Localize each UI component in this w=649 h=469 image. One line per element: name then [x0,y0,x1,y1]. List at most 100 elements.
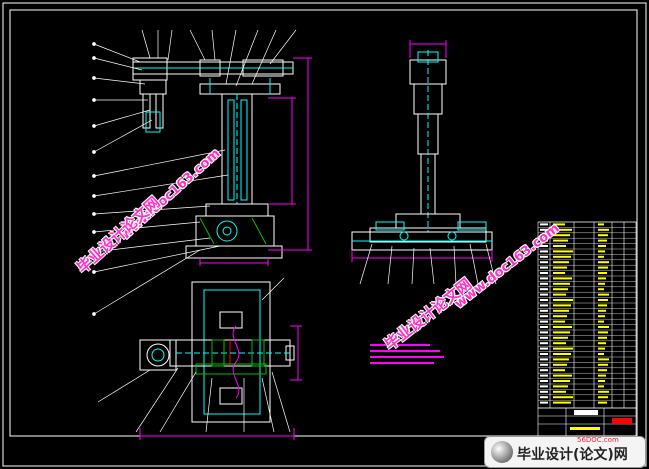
parts-list-cell-mark [540,288,548,291]
parts-list-cell-mark [553,396,573,399]
parts-list-cell-mark [598,390,609,393]
parts-list-cell-mark [598,315,605,318]
parts-list-cell-mark [553,347,573,350]
parts-list-cell-mark [553,261,569,264]
parts-list-cell-mark [598,396,608,399]
parts-list-cell-mark [598,331,608,334]
parts-list-cell-mark [553,293,566,296]
parts-list-cell-mark [598,234,608,237]
parts-list-cell-mark [598,401,607,404]
parts-list-cell-mark [598,272,607,274]
parts-list-cell-mark [553,266,567,269]
parts-list-cell-mark [598,385,604,388]
parts-list-cell-mark [598,320,604,323]
parts-list-cell-mark [553,309,569,312]
site-logo-subtext: 56DOC.com [577,436,619,444]
front-view-dimensions [199,57,312,266]
parts-list-cell-mark [598,239,607,242]
parts-list-cell-mark [553,282,570,285]
parts-list-cell-mark [540,277,548,280]
parts-list-cell-mark [540,250,548,253]
parts-list-cell-mark [540,293,548,296]
parts-list-cell-mark [553,250,573,253]
parts-list-cell-mark [553,401,571,404]
parts-list-cell-mark [553,277,572,280]
parts-list-cell-mark [540,245,548,247]
parts-list-cell-mark [553,288,568,291]
parts-list-cell-mark [553,228,572,231]
title-block [537,407,637,437]
parts-list-cell-mark [598,374,606,377]
parts-list-cell-mark [540,390,548,393]
front-view [132,57,294,259]
top-view-dimensions [139,325,302,440]
parts-list-cell-mark [540,358,548,361]
parts-list-cell-mark [598,353,604,355]
parts-list-cell-mark [553,390,566,393]
top-view [139,281,295,423]
parts-list-cell-mark [540,255,548,258]
parts-list-cell-mark [553,380,570,382]
parts-list-cell-mark [540,266,548,269]
parts-list-cell-mark [598,342,606,345]
parts-list-cell-mark [598,304,607,307]
parts-list-cell-mark [553,255,571,258]
parts-list-cell-mark [540,326,548,328]
parts-list-cell-mark [553,272,565,274]
parts-list-cell-mark [540,234,548,237]
parts-list-cell-mark [553,353,571,355]
parts-list-cell-mark [553,374,572,377]
parts-list-cell-mark [553,239,568,242]
parts-list-cell-mark [598,277,606,280]
parts-list [537,221,637,409]
parts-list-cell-mark [598,288,604,291]
parts-list-cell-mark [553,320,565,323]
parts-list-cell-mark [598,228,609,231]
parts-list-rows [538,221,636,404]
parts-list-cell-mark [553,299,573,301]
parts-list-cell-mark [553,223,565,226]
site-logo-text: 毕业设计(论文)网 [517,447,628,463]
parts-list-cell-mark [553,245,566,247]
parts-list-cell-mark [598,293,609,296]
parts-list-cell-mark [553,234,570,237]
side-view-leaders [359,243,497,285]
parts-list-cell-mark [598,369,607,372]
top-view-leaders [97,277,291,433]
side-view-dimensions [351,40,493,262]
parts-list-cell-mark [553,304,571,307]
inner-frame [9,9,638,437]
parts-list-cell-mark [540,223,548,226]
parts-list-cell-mark [540,369,548,372]
parts-list-cell-mark [598,347,605,350]
parts-list-cell-mark [540,299,548,301]
parts-list-cell-mark [598,223,604,226]
parts-list-cell-mark [540,228,548,231]
parts-list-cell-mark [540,342,548,345]
parts-list-cell-mark [598,363,608,366]
parts-list-cell-mark [540,304,548,307]
parts-list-cell-mark [540,320,548,323]
parts-list-cell-mark [598,326,609,328]
parts-list-cell-mark [598,309,606,312]
parts-list-cell-mark [598,250,605,253]
parts-list-cell-mark [553,385,568,388]
parts-list-cell-mark [540,272,548,274]
parts-list-cell-mark [540,331,548,334]
parts-list-cell-mark [598,299,608,301]
parts-list-cell-mark [540,374,548,377]
parts-list-cell-mark [540,315,548,318]
parts-list-cell-mark [553,326,572,328]
parts-list-cell-mark [540,401,548,404]
parts-list-cell-mark [540,336,548,339]
parts-list-cell-mark [553,358,569,361]
technical-notes [370,338,444,364]
parts-list-cell-mark [540,363,548,366]
parts-list-cell-mark [598,380,605,382]
parts-list-cell-mark [598,282,605,285]
parts-list-cell-mark [540,239,548,242]
front-view-leaders [92,29,297,316]
